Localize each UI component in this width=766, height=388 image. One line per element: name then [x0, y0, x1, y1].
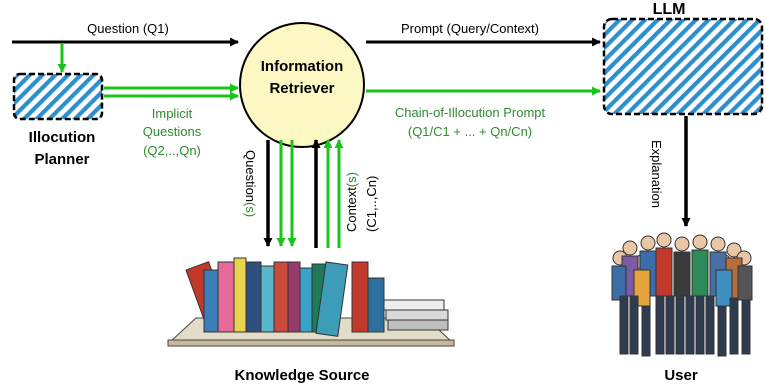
- knowledge-source-label: Knowledge Source: [234, 367, 369, 384]
- planner-label-line1: Illocution: [29, 129, 96, 146]
- context-rotated-text: Context: [344, 187, 359, 232]
- implicit-label-3: (Q2,..,Qn): [143, 143, 201, 158]
- questions-rotated-label: Question(s): [243, 150, 258, 217]
- chain-label-2: (Q1/C1 + ... + Qn/Cn): [408, 124, 532, 139]
- people-group-illustration: [611, 232, 753, 357]
- llm-label: LLM: [653, 1, 686, 18]
- questions-rotated-text: Question: [243, 150, 258, 202]
- context-range-label: (C1,..,Cn): [364, 176, 379, 232]
- user-label: User: [664, 367, 698, 384]
- implicit-label-2: Questions: [143, 124, 202, 139]
- implicit-label-1: Implicit: [152, 106, 193, 121]
- books-illustration: [167, 257, 455, 347]
- context-rotated-label: Context(s): [344, 172, 359, 232]
- llm-box: [602, 17, 764, 116]
- retriever-label-line1: Information: [261, 58, 344, 75]
- prompt-label: Prompt (Query/Context): [401, 21, 539, 36]
- retriever-label-line2: Retriever: [269, 80, 334, 97]
- explanation-label: Explanation: [649, 140, 664, 208]
- question-q1-label: Question (Q1): [87, 21, 169, 36]
- context-rotated-suffix: (s): [344, 172, 359, 187]
- planner-label-line2: Planner: [34, 151, 89, 168]
- chain-label-1: Chain-of-Illocution Prompt: [395, 105, 546, 120]
- illocution-planner-box: [12, 72, 104, 121]
- questions-rotated-suffix: (s): [243, 202, 258, 217]
- information-retriever-circle: [239, 22, 365, 148]
